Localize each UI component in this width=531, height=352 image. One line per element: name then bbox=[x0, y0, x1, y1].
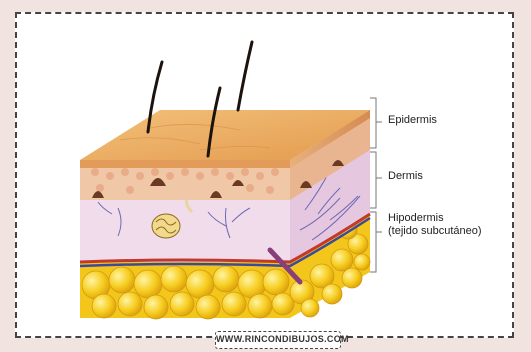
layer-brackets bbox=[370, 98, 382, 272]
label-epidermis: Epidermis bbox=[388, 114, 437, 127]
label-hipodermis-sub: (tejido subcutáneo) bbox=[388, 225, 482, 238]
label-hipodermis: Hipodermis bbox=[388, 212, 482, 225]
sweat-gland bbox=[152, 214, 180, 238]
label-dermis: Dermis bbox=[388, 170, 423, 183]
label-hipodermis-group: Hipodermis (tejido subcutáneo) bbox=[388, 212, 482, 238]
watermark-url: WWW.RINCONDIBUJOS.COM bbox=[215, 331, 341, 349]
hair bbox=[238, 42, 252, 110]
